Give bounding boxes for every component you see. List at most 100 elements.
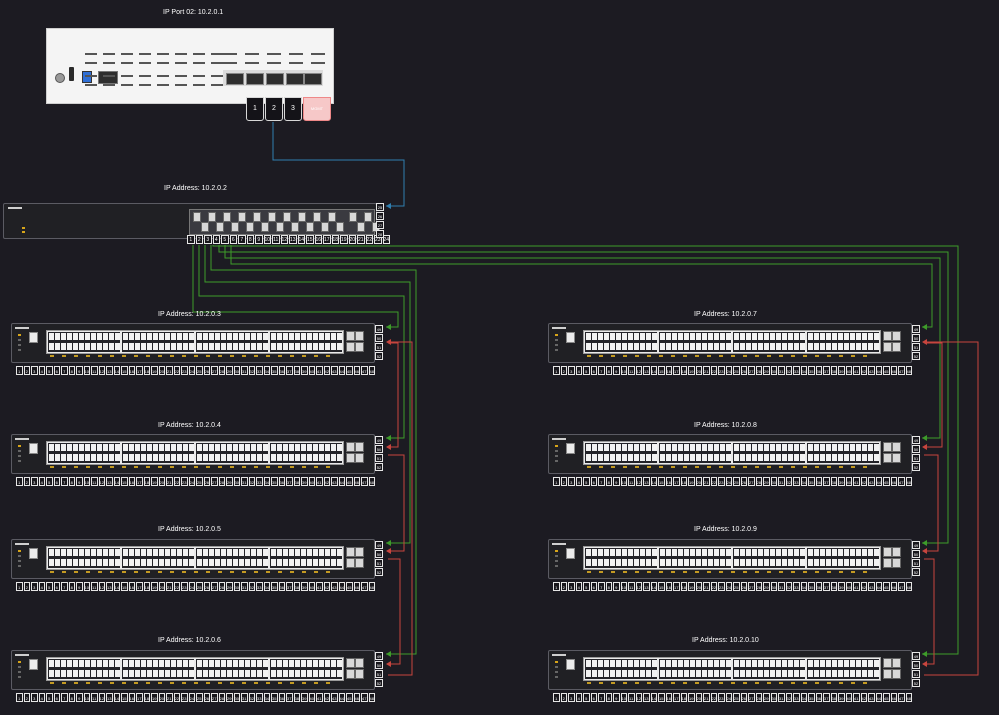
rj45-port[interactable] — [604, 454, 609, 461]
rj45-port[interactable] — [209, 333, 214, 340]
rj45-port[interactable] — [227, 454, 232, 461]
rj45-port[interactable] — [862, 670, 867, 677]
rj45-port[interactable] — [283, 660, 288, 667]
rj45-port[interactable] — [239, 333, 244, 340]
rj45-port[interactable] — [331, 454, 336, 461]
rj45-port[interactable] — [666, 670, 671, 677]
rj45-port[interactable] — [189, 670, 194, 677]
rj45-port[interactable] — [177, 444, 182, 451]
sfp-port[interactable] — [349, 212, 357, 222]
rj45-port[interactable] — [814, 343, 819, 350]
rj45-port[interactable] — [271, 454, 276, 461]
rj45-port[interactable] — [245, 444, 250, 451]
sfp-port[interactable] — [223, 212, 231, 222]
rj45-port[interactable] — [325, 444, 330, 451]
sfp-port[interactable] — [355, 658, 364, 668]
rj45-port[interactable] — [49, 670, 54, 677]
rj45-port[interactable] — [153, 333, 158, 340]
rj45-port[interactable] — [239, 343, 244, 350]
rj45-port[interactable] — [103, 670, 108, 677]
rj45-port[interactable] — [678, 444, 683, 451]
rj45-port[interactable] — [820, 333, 825, 340]
rj45-port[interactable] — [277, 333, 282, 340]
rj45-port[interactable] — [714, 444, 719, 451]
rj45-port[interactable] — [123, 549, 128, 556]
rj45-port[interactable] — [646, 660, 651, 667]
rj45-port[interactable] — [115, 549, 120, 556]
rj45-port[interactable] — [726, 549, 731, 556]
rj45-port[interactable] — [245, 454, 250, 461]
rj45-port[interactable] — [862, 454, 867, 461]
rj45-port[interactable] — [189, 333, 194, 340]
rj45-port[interactable] — [660, 454, 665, 461]
rj45-port[interactable] — [868, 559, 873, 566]
rj45-port[interactable] — [251, 454, 256, 461]
rj45-port[interactable] — [862, 333, 867, 340]
rj45-port[interactable] — [251, 660, 256, 667]
rj45-port[interactable] — [598, 549, 603, 556]
rj45-port[interactable] — [91, 444, 96, 451]
rj45-port[interactable] — [604, 333, 609, 340]
rj45-port[interactable] — [714, 660, 719, 667]
rj45-port[interactable] — [141, 660, 146, 667]
sfp-port[interactable] — [346, 558, 355, 568]
rj45-port[interactable] — [221, 559, 226, 566]
rj45-port[interactable] — [800, 670, 805, 677]
rj45-port[interactable] — [123, 444, 128, 451]
rj45-port[interactable] — [251, 333, 256, 340]
rj45-port[interactable] — [147, 559, 152, 566]
sfp-port[interactable] — [298, 212, 306, 222]
rj45-port[interactable] — [221, 549, 226, 556]
rj45-port[interactable] — [592, 549, 597, 556]
sfp-port[interactable] — [260, 222, 269, 232]
rj45-port[interactable] — [628, 343, 633, 350]
rj45-port[interactable] — [666, 559, 671, 566]
rj45-port[interactable] — [177, 660, 182, 667]
sfp-port[interactable] — [364, 212, 372, 222]
rj45-port[interactable] — [209, 670, 214, 677]
rj45-port[interactable] — [758, 670, 763, 677]
rj45-port[interactable] — [776, 549, 781, 556]
rj45-port[interactable] — [277, 343, 282, 350]
rj45-port[interactable] — [690, 444, 695, 451]
rj45-port[interactable] — [820, 660, 825, 667]
rj45-port[interactable] — [856, 343, 861, 350]
rj45-port[interactable] — [592, 660, 597, 667]
rj45-port[interactable] — [103, 660, 108, 667]
rj45-port[interactable] — [289, 549, 294, 556]
sfp-port[interactable] — [238, 212, 246, 222]
rj45-port[interactable] — [746, 559, 751, 566]
rj45-port[interactable] — [313, 343, 318, 350]
rj45-port[interactable] — [153, 549, 158, 556]
rj45-port[interactable] — [153, 343, 158, 350]
rj45-port[interactable] — [684, 549, 689, 556]
rj45-port[interactable] — [586, 444, 591, 451]
rj45-port[interactable] — [690, 559, 695, 566]
rj45-port[interactable] — [73, 333, 78, 340]
rj45-port[interactable] — [752, 670, 757, 677]
rj45-port[interactable] — [189, 444, 194, 451]
rj45-port[interactable] — [678, 343, 683, 350]
rj45-port[interactable] — [129, 660, 134, 667]
rj45-port[interactable] — [702, 660, 707, 667]
sfp-port[interactable] — [346, 453, 355, 463]
rj45-port[interactable] — [257, 444, 262, 451]
rj45-port[interactable] — [227, 660, 232, 667]
rj45-port[interactable] — [307, 444, 312, 451]
rj45-port[interactable] — [141, 670, 146, 677]
rj45-port[interactable] — [622, 660, 627, 667]
rj45-port[interactable] — [331, 549, 336, 556]
rj45-port[interactable] — [271, 333, 276, 340]
rj45-port[interactable] — [135, 660, 140, 667]
rj45-port[interactable] — [251, 444, 256, 451]
rj45-port[interactable] — [271, 670, 276, 677]
rj45-port[interactable] — [337, 549, 342, 556]
rj45-port[interactable] — [776, 444, 781, 451]
rj45-port[interactable] — [826, 660, 831, 667]
rj45-port[interactable] — [67, 333, 72, 340]
rj45-port[interactable] — [646, 454, 651, 461]
rj45-port[interactable] — [770, 660, 775, 667]
rj45-port[interactable] — [301, 333, 306, 340]
rj45-port[interactable] — [277, 660, 282, 667]
rj45-port[interactable] — [788, 559, 793, 566]
